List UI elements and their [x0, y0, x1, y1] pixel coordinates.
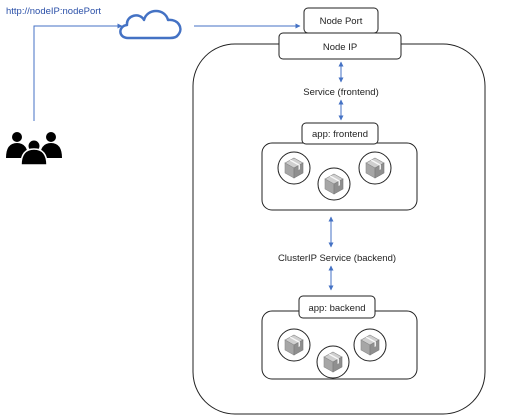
frontend-app-box[interactable]: app: frontend: [301, 122, 379, 145]
backend-app-box[interactable]: app: backend: [298, 295, 376, 319]
package-icon[interactable]: [277, 151, 311, 185]
user-to-cloud-connector: [33, 23, 123, 121]
node-port-box[interactable]: Node Port: [303, 7, 379, 34]
url-label: http://nodeIP:nodePort: [6, 6, 101, 17]
frontend-app-label: app: frontend: [312, 129, 368, 140]
package-icon[interactable]: [316, 345, 350, 379]
frontend-group: app: frontend: [261, 122, 418, 211]
backend-service-label: ClusterIP Service (backend): [278, 253, 396, 264]
node-ip-label: Node IP: [323, 42, 357, 53]
node-ip-box[interactable]: Node IP: [278, 32, 402, 60]
package-icon[interactable]: [353, 328, 387, 362]
cloud-icon: [119, 9, 182, 40]
package-icon[interactable]: [317, 167, 351, 201]
node-port-label: Node Port: [320, 16, 363, 27]
frontend-service-label: Service (frontend): [303, 87, 379, 98]
package-icon[interactable]: [277, 328, 311, 362]
users-icon: [6, 132, 62, 166]
backend-app-label: app: backend: [308, 303, 365, 314]
backend-group: app: backend: [261, 295, 418, 380]
package-icon[interactable]: [358, 151, 392, 185]
